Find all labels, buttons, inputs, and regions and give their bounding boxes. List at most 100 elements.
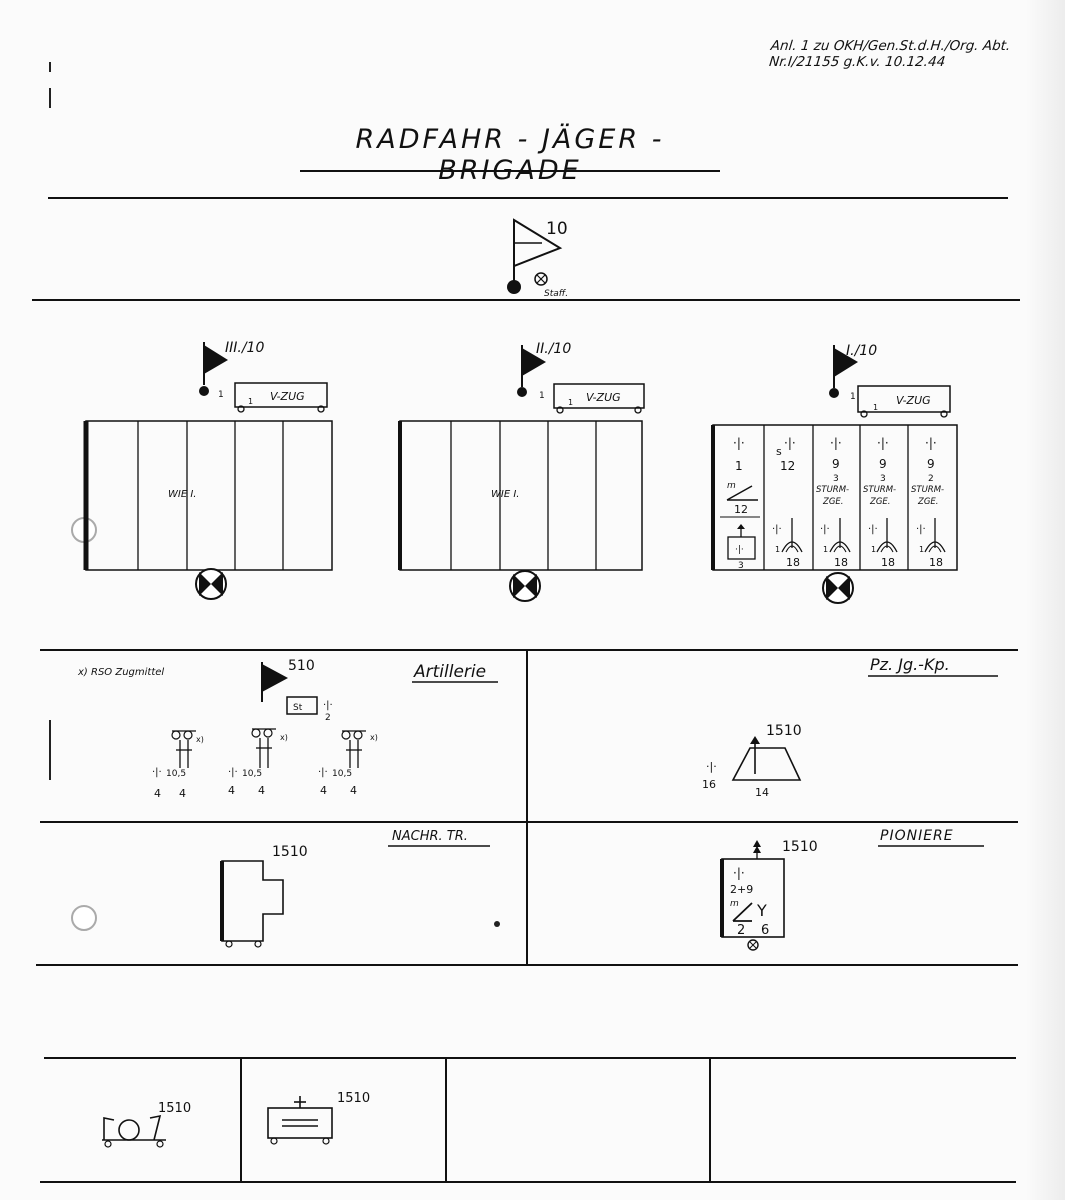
battery-1-marker: x) xyxy=(196,735,204,744)
brigade-staff-wheel xyxy=(534,272,548,286)
battery-3-count-left: 4 xyxy=(320,784,327,797)
battery-3-calibre: 10,5 xyxy=(332,769,352,779)
antitank-number: 1510 xyxy=(766,723,802,739)
company-2-count-b: 18 xyxy=(786,556,800,569)
battalion-ii-hq-count: 1 xyxy=(539,391,545,401)
company-5-assault-count: 2 xyxy=(928,474,934,484)
battalion-i-id: I./10 xyxy=(846,343,877,359)
company-1-top-count: 1 xyxy=(735,459,743,473)
company-3-assault-label-1: STURM- xyxy=(816,485,849,495)
battery-2-count-left: 4 xyxy=(228,784,235,797)
artillery-battery-2: x) ·|· 10,5 4 4 xyxy=(228,728,288,797)
battalion-i-vzug-box xyxy=(857,385,951,413)
antitank-count-left: 16 xyxy=(702,778,716,791)
svg-text:·|·: ·|· xyxy=(877,436,889,450)
battery-1-calibre: 10,5 xyxy=(166,769,186,779)
battalion-i-company-3: ·|· 9 3 STURM- ZGE. ·|· 1 18 xyxy=(816,436,851,569)
battalion-i-vzug-label: V-ZUG xyxy=(896,394,931,407)
battalion-iii-same-as: WIE I. xyxy=(168,489,196,500)
pioneers-number: 1510 xyxy=(782,839,818,855)
battalion-ii-vzug-label: V-ZUG xyxy=(586,391,621,404)
svg-text:·|·: ·|· xyxy=(228,767,238,778)
battalion-iii-hq-count: 1 xyxy=(218,390,224,400)
battalion-iii: III./10 1 1 V-ZUG WIE I. xyxy=(83,340,333,600)
company-5-assault-label-1: STURM- xyxy=(911,485,944,495)
bottom-unit-2: 1510 xyxy=(267,1091,370,1145)
svg-text:·|·: ·|· xyxy=(925,436,937,450)
brigade-motor-wheel xyxy=(507,280,521,294)
svg-text:·|·: ·|· xyxy=(735,545,744,555)
pioneers-section: PIONIERE 1510 ·|· 2+9 m Y 2 6 xyxy=(720,828,984,951)
artillery-number: 510 xyxy=(288,658,315,674)
svg-text:·|·: ·|· xyxy=(733,866,745,880)
svg-text:·|·: ·|· xyxy=(318,767,328,778)
svg-text:Y: Y xyxy=(756,901,767,920)
signals-section: NACHR. TR. 1510 xyxy=(220,829,500,948)
company-3-count-a: 1 xyxy=(823,545,828,554)
svg-text:·|·: ·|· xyxy=(323,700,333,711)
company-5-count-a: 1 xyxy=(919,545,924,554)
bottom-unit-1: 1510 xyxy=(102,1101,191,1148)
svg-text:·|·: ·|· xyxy=(868,524,878,535)
battalion-iii-company-box xyxy=(85,420,333,571)
battalion-i-company-1: ·|· 1 m 12 ·|· 3 xyxy=(720,436,760,571)
battalion-ii-vzug-box xyxy=(553,383,645,409)
battery-2-count-right: 4 xyxy=(258,784,265,797)
punch-hole-2 xyxy=(71,905,97,931)
company-2-count-a: 1 xyxy=(775,545,780,554)
battery-3-marker: x) xyxy=(370,733,378,742)
battalion-iii-id: III./10 xyxy=(225,340,264,356)
svg-text:·|·: ·|· xyxy=(772,524,782,535)
company-4-assault-count: 3 xyxy=(880,474,886,484)
battalion-ii-same-as: WIE I. xyxy=(491,489,519,500)
antitank-count-bottom: 14 xyxy=(755,786,769,799)
battalion-ii-company-box xyxy=(399,420,643,571)
svg-text:·|·: ·|· xyxy=(784,436,796,450)
svg-text:·|·: ·|· xyxy=(820,524,830,535)
battalion-iii-vzug-count: 1 xyxy=(248,397,253,406)
pioneers-count-top: 2+9 xyxy=(730,883,753,896)
battalion-ii-id: II./10 xyxy=(536,341,571,357)
company-4-count-b: 18 xyxy=(881,556,895,569)
battalion-i-company-2: s ·|· 12 ·|· 1 18 xyxy=(772,436,803,569)
battalion-i-vzug-count: 1 xyxy=(873,403,878,412)
bottom-unit-1-number: 1510 xyxy=(158,1101,191,1116)
company-4-top-count: 9 xyxy=(879,457,887,471)
signals-number: 1510 xyxy=(272,844,308,860)
battalion-iii-vzug-label: V-ZUG xyxy=(270,390,305,403)
pioneers-heading: PIONIERE xyxy=(880,828,954,844)
artillery-staff-box xyxy=(286,696,318,715)
battalion-i-company-5: ·|· 9 2 STURM- ZGE. ·|· 1 18 xyxy=(911,436,946,569)
battalion-ii: II./10 1 1 V-ZUG WIE I. xyxy=(398,341,645,602)
battalion-ii-vzug-count: 1 xyxy=(568,398,573,407)
brigade-number: 10 xyxy=(546,219,568,239)
company-5-count-b: 18 xyxy=(929,556,943,569)
page-title: RADFAHR - JÄGER - BRIGADE xyxy=(300,124,720,186)
antitank-symbol xyxy=(731,747,802,781)
antitank-heading: Pz. Jg.-Kp. xyxy=(870,655,950,674)
company-1-bottom-count: 3 xyxy=(738,561,744,571)
company-4-assault-label-1: STURM- xyxy=(863,485,896,495)
artillery-battery-3: x) ·|· 10,5 4 4 xyxy=(318,730,378,797)
battalion-i-hq-count: 1 xyxy=(850,392,856,402)
pioneers-count-right: 6 xyxy=(761,923,769,938)
battalion-i-company-4: ·|· 9 3 STURM- ZGE. ·|· 1 18 xyxy=(863,436,898,569)
svg-text:·|·: ·|· xyxy=(830,436,842,450)
company-4-assault-label-2: ZGE. xyxy=(869,497,890,507)
company-5-top-count: 9 xyxy=(927,457,935,471)
battery-1-count-right: 4 xyxy=(179,787,186,800)
signals-heading: NACHR. TR. xyxy=(392,829,468,844)
svg-text:·|·: ·|· xyxy=(152,767,162,778)
pioneers-symbol xyxy=(721,858,785,938)
signals-symbol xyxy=(221,860,284,942)
svg-text:·|·: ·|· xyxy=(733,436,745,450)
pioneers-mid-label: m xyxy=(730,899,739,909)
battalion-i: I./10 1 1 V-ZUG ·|· 1 m xyxy=(711,343,958,604)
antitank-section: Pz. Jg.-Kp. 1510 ·|· 16 14 xyxy=(702,655,998,799)
company-3-top-count: 9 xyxy=(832,457,840,471)
bottom-unit-2-number: 1510 xyxy=(337,1091,370,1106)
svg-text:·|·: ·|· xyxy=(916,524,926,535)
artillery-staff-abbr: St xyxy=(293,703,303,713)
